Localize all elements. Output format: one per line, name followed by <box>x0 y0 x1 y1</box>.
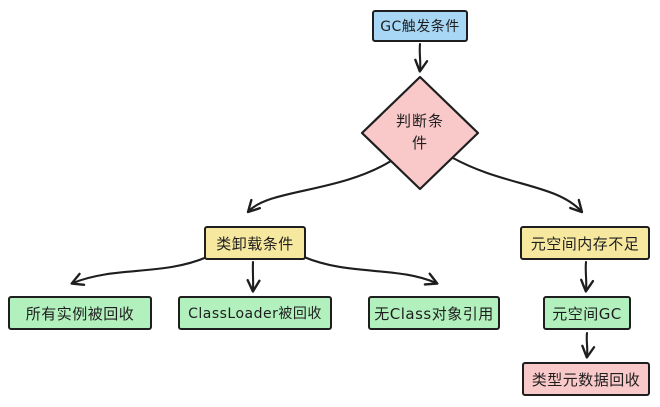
node-classloader-collected: ClassLoader被回收 <box>178 296 332 330</box>
node-metadata-recycle-label: 类型元数据回收 <box>531 370 641 389</box>
node-gc-trigger-label: GC触发条件 <box>380 19 460 35</box>
edge-decision-metaspace-low <box>451 156 584 214</box>
node-no-class-ref-label: 无Class对象引用 <box>374 304 494 323</box>
node-no-class-ref: 无Class对象引用 <box>368 296 500 330</box>
edge-class-unload-no-class-ref <box>302 255 439 286</box>
node-metaspace-gc-label: 元空间GC <box>552 304 622 323</box>
node-all-instances: 所有实例被回收 <box>8 296 152 330</box>
node-metaspace-gc: 元空间GC <box>543 296 631 330</box>
node-class-unload-label: 类卸载条件 <box>216 234 294 253</box>
edge-metaspace-gc-metadata <box>581 331 596 359</box>
node-metaspace-low-label: 元空间内存不足 <box>530 234 640 253</box>
edge-trigger-decision <box>414 42 429 73</box>
node-metaspace-low: 元空间内存不足 <box>520 226 650 260</box>
node-all-instances-label: 所有实例被回收 <box>25 304 135 323</box>
node-classloader-collected-label: ClassLoader被回收 <box>188 306 322 322</box>
node-gc-trigger: GC触发条件 <box>372 10 468 42</box>
edge-metaspace-low-metaspace-gc <box>580 260 595 293</box>
edge-class-unload-all-instances <box>70 255 209 286</box>
node-decision-shape <box>360 75 480 191</box>
node-metadata-recycle: 类型元数据回收 <box>522 362 650 396</box>
node-class-unload: 类卸载条件 <box>204 226 306 260</box>
edge-decision-class-unload <box>246 159 393 214</box>
